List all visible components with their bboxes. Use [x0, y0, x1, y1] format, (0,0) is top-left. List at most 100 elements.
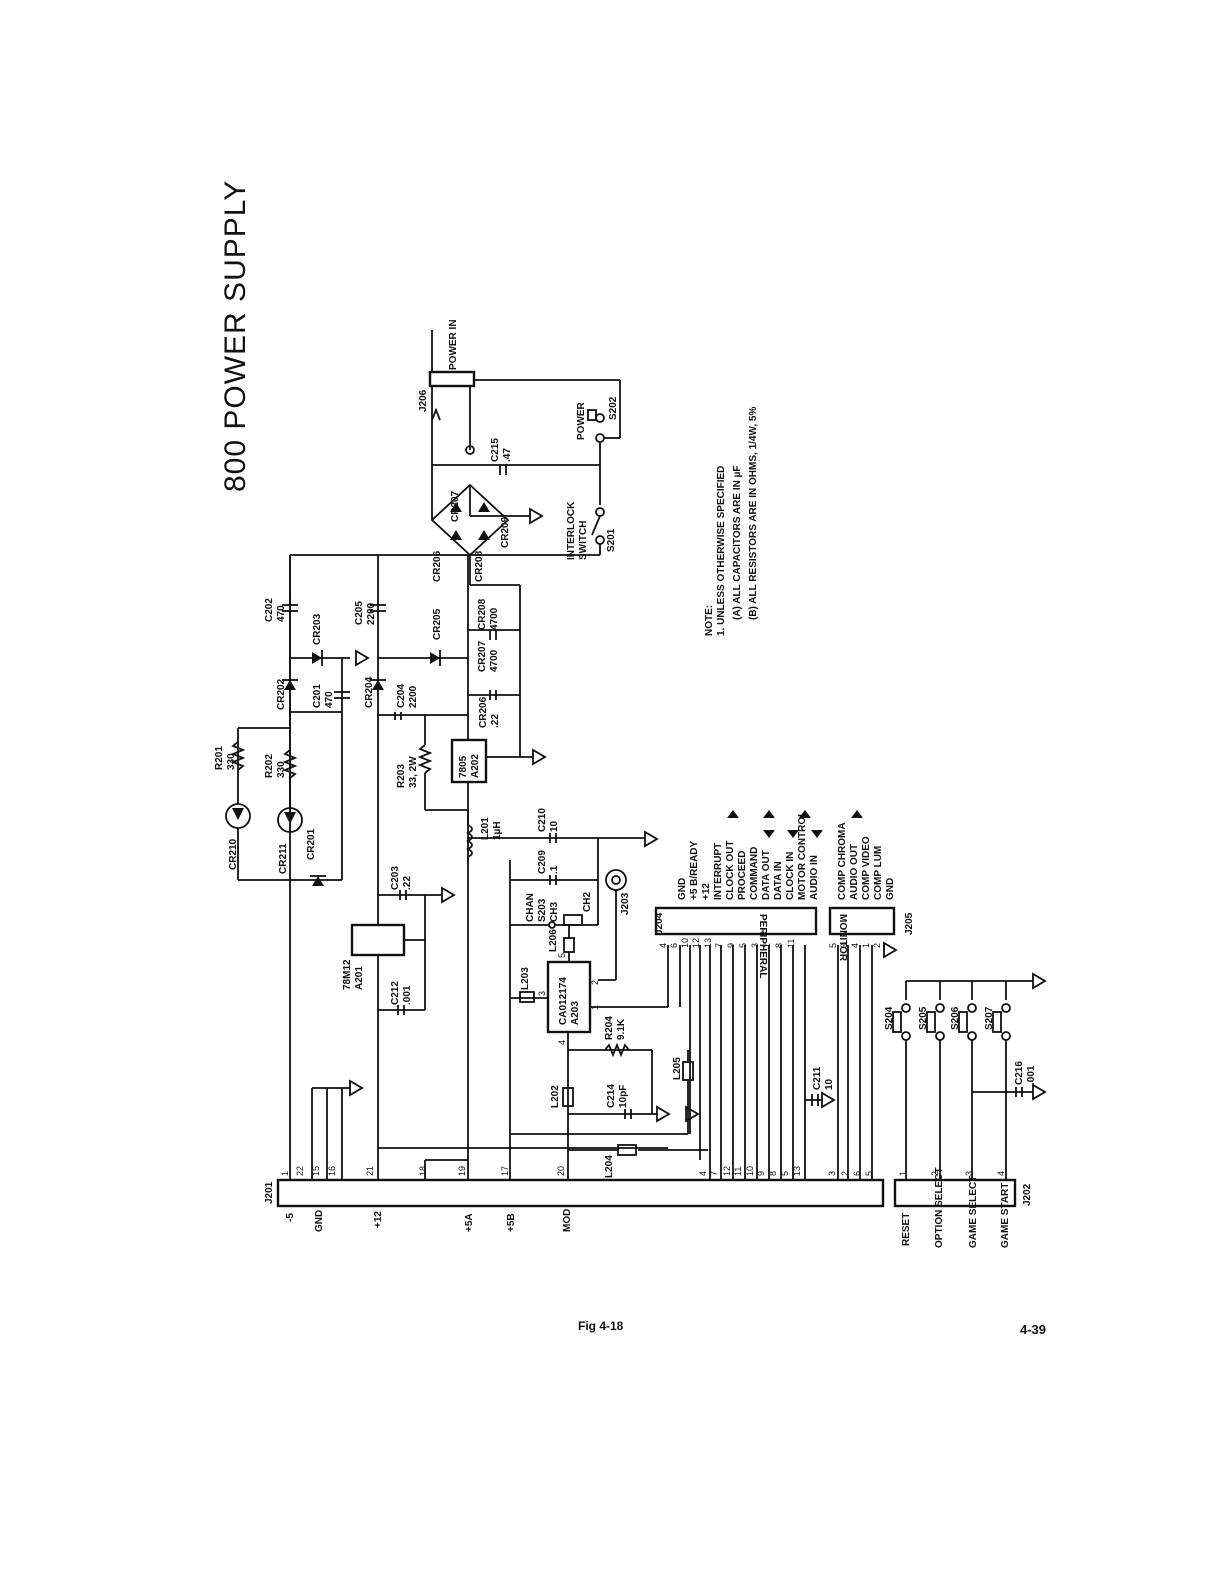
j205-signal-names: COMP CHROMA AUDIO OUT COMP VIDEO COMP LU… [837, 822, 896, 900]
cr205-diode-icon [430, 652, 440, 664]
svg-text:R202: R202 [264, 754, 275, 778]
j205-pin-wires [837, 945, 885, 1180]
svg-text:CR204: CR204 [364, 676, 375, 708]
svg-text:CLOCK IN: CLOCK IN [785, 852, 796, 900]
svg-text:4: 4 [996, 1171, 1006, 1176]
svg-text:L202: L202 [550, 1085, 561, 1108]
j204-peripheral-label: PERIPHERAL [757, 914, 768, 978]
svg-text:AUDIO IN: AUDIO IN [809, 855, 820, 900]
svg-text:7: 7 [714, 943, 724, 948]
j204-pin-numbers: 4 6 10 12 13 7 9 5 3 1 8 11 [658, 938, 796, 948]
notes-block: NOTE: 1. UNLESS OTHERWISE SPECIFIED (A) … [704, 407, 759, 636]
svg-text:J206: J206 [418, 389, 429, 412]
svg-text:(B) ALL RESISTORS ARE IN OHMS,: (B) ALL RESISTORS ARE IN OHMS, 1/4W, 5% [748, 407, 759, 620]
svg-text:CR211: CR211 [278, 843, 289, 874]
svg-text:COMP VIDEO: COMP VIDEO [861, 836, 872, 900]
svg-text:15: 15 [311, 1166, 321, 1176]
j204-peripheral-connector [654, 906, 818, 936]
j201-signal-plus5a: +5A [464, 1213, 475, 1232]
s206-switch-icon [967, 1003, 977, 1013]
svg-text:13: 13 [792, 1166, 802, 1176]
svg-text:19: 19 [457, 1166, 467, 1176]
svg-text:C201: C201 [312, 684, 323, 708]
svg-text:17: 17 [500, 1166, 510, 1176]
j201-signal-gnd: GND [314, 1210, 325, 1232]
svg-text:CR210: CR210 [228, 838, 239, 870]
r201-resistor-icon [230, 741, 246, 771]
svg-text:330: 330 [276, 761, 287, 778]
svg-text:COMP CHROMA: COMP CHROMA [837, 822, 848, 900]
svg-text:3: 3 [964, 1171, 974, 1176]
l202-coil-icon [562, 1087, 574, 1107]
svg-text:20: 20 [556, 1166, 566, 1176]
svg-text:5: 5 [738, 943, 748, 948]
svg-text:R201: R201 [214, 746, 225, 770]
svg-text:NOTE:: NOTE: [704, 605, 715, 636]
j204-direction-arrows [727, 810, 823, 838]
svg-text:.47: .47 [502, 448, 513, 462]
svg-text:1: 1 [762, 943, 772, 948]
j205-monitor-label: MONITOR [837, 914, 848, 962]
svg-text:C212: C212 [390, 981, 401, 1005]
svg-text:CR207: CR207 [450, 490, 461, 522]
svg-text:3: 3 [537, 991, 547, 996]
svg-text:GND: GND [677, 878, 688, 900]
j202-signal-game-select: GAME SELECT [968, 1176, 979, 1248]
svg-text:3: 3 [827, 1171, 837, 1176]
j201-pin-numbers: 1 22 15 16 21 18 19 17 20 4 7 12 11 10 9… [280, 1166, 874, 1176]
j201-signal-plus5b: +5B [506, 1213, 517, 1232]
svg-text:4700: 4700 [489, 649, 500, 672]
svg-text:C202: C202 [264, 598, 275, 622]
svg-text:R203: R203 [396, 764, 407, 788]
j202-pin-numbers: 1 2 3 4 [898, 1171, 1006, 1176]
j202-label: J202 [1022, 1183, 1033, 1206]
svg-text:3: 3 [839, 943, 849, 948]
svg-text:1: 1 [590, 1005, 600, 1010]
svg-text:2200: 2200 [366, 602, 377, 625]
schematic-title: 800 POWER SUPPLY [219, 180, 252, 492]
svg-text:12: 12 [722, 1166, 732, 1176]
svg-text:S207: S207 [984, 1006, 995, 1030]
a203-block [546, 960, 592, 1034]
svg-text:CR202: CR202 [276, 678, 287, 710]
svg-text:J205: J205 [904, 912, 915, 935]
cr202-diode-icon [284, 680, 296, 690]
svg-text:.1: .1 [549, 865, 560, 874]
svg-text:12: 12 [691, 938, 701, 948]
svg-text:COMMAND: COMMAND [749, 847, 760, 900]
svg-text:1: 1 [898, 1171, 908, 1176]
j203-coax-icon [605, 869, 627, 891]
svg-text:L205: L205 [672, 1057, 683, 1080]
s201-switch-icon [595, 507, 605, 517]
l203-coil-icon [519, 991, 535, 1003]
svg-text:13: 13 [703, 938, 713, 948]
audio-out-arrow-icon [851, 810, 863, 818]
svg-text:5: 5 [780, 1171, 790, 1176]
svg-text:CH2: CH2 [582, 892, 593, 912]
svg-text:C210: C210 [537, 808, 548, 832]
svg-text:2: 2 [872, 943, 882, 948]
svg-text:1: 1 [280, 1171, 290, 1176]
svg-text:9: 9 [726, 943, 736, 948]
svg-text:1µH: 1µH [492, 821, 503, 840]
a203-modulator [510, 952, 694, 1156]
svg-text:AUDIO OUT: AUDIO OUT [849, 844, 860, 900]
j201-connector [276, 1178, 885, 1208]
j201-label: J201 [264, 1181, 275, 1204]
svg-text:CR201: CR201 [306, 828, 317, 860]
svg-text:CR203: CR203 [312, 613, 323, 645]
svg-text:COMP LUM: COMP LUM [873, 846, 884, 900]
svg-text:MOTOR CONTROL: MOTOR CONTROL [797, 811, 808, 900]
rails [289, 555, 708, 1180]
svg-text:DATA OUT: DATA OUT [761, 850, 772, 900]
svg-text:1. UNLESS OTHERWISE SPECIFIED: 1. UNLESS OTHERWISE SPECIFIED [716, 466, 727, 636]
svg-text:L203: L203 [520, 967, 531, 990]
j205-pin-numbers: 5 3 4 1 2 [828, 943, 882, 948]
svg-text:7805: 7805 [458, 755, 469, 778]
svg-text:C211: C211 [812, 1066, 823, 1090]
svg-text:18: 18 [418, 1166, 428, 1176]
svg-text:330: 330 [226, 753, 237, 770]
j201-signal-mod: MOD [562, 1209, 573, 1232]
s204-switch-icon [901, 1003, 911, 1013]
svg-text:5: 5 [828, 943, 838, 948]
